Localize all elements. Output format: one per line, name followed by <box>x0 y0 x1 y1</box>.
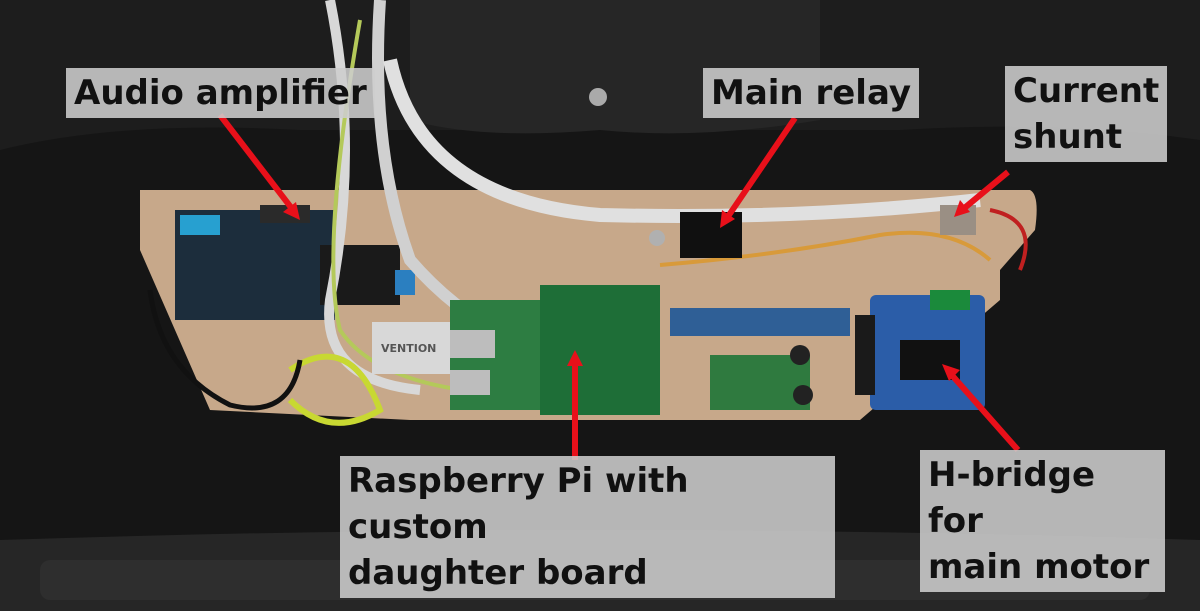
annotation-arrows <box>217 113 1021 460</box>
label-main-relay: Main relay <box>703 68 920 118</box>
label-current-shunt: Current shunt <box>1005 66 1167 162</box>
label-audio-amplifier: Audio amplifier <box>66 68 375 118</box>
label-raspberry-pi: Raspberry Pi with custom daughter board <box>340 456 835 598</box>
label-h-bridge: H-bridge for main motor <box>920 450 1165 592</box>
usb-hub-brand-text: VENTION <box>381 342 436 355</box>
